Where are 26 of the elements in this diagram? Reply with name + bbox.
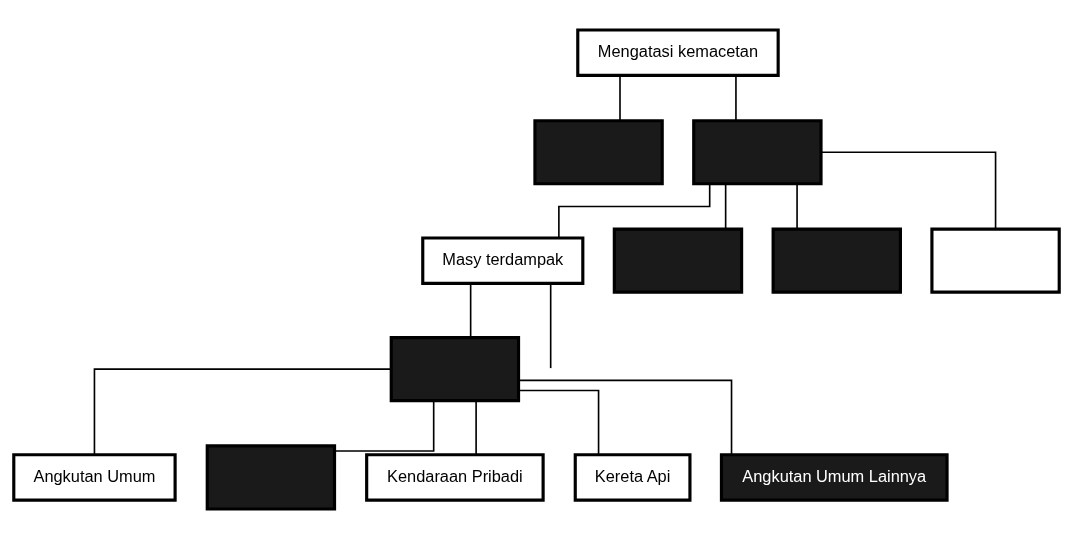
connector <box>558 183 711 239</box>
node-box: Kereta Api <box>573 453 692 502</box>
connector <box>735 75 737 122</box>
node-box <box>930 227 1061 294</box>
connector <box>724 183 727 230</box>
connector <box>619 75 621 122</box>
node-box <box>612 227 744 294</box>
node-box: Kendaraan Pribadi <box>365 453 545 502</box>
connector <box>333 400 435 452</box>
connector <box>93 368 392 456</box>
connector <box>549 282 552 369</box>
node-box <box>389 336 521 403</box>
connector <box>469 282 472 339</box>
connector <box>517 379 733 456</box>
node-box <box>771 227 902 294</box>
node-box <box>692 119 823 186</box>
node-box <box>533 119 664 186</box>
connector <box>796 183 798 230</box>
node-box: Masy terdampak <box>421 236 585 285</box>
connector <box>820 151 997 230</box>
node-box: Angkutan Umum Lainnya <box>719 453 949 502</box>
connector <box>517 389 600 456</box>
node-box: Mengatasi kemacetan <box>576 28 780 77</box>
node-box <box>205 444 337 511</box>
node-box: Angkutan Umum <box>12 453 177 502</box>
connector <box>475 400 477 456</box>
